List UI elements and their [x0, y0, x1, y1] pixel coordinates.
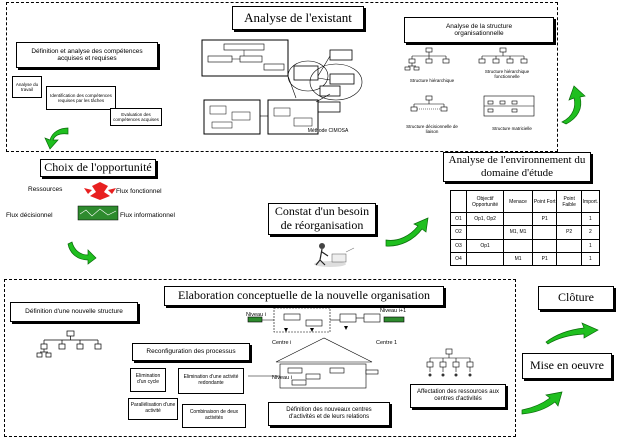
table-header: Point Faible	[556, 190, 582, 213]
table-header: Objectif Opportunité	[465, 190, 505, 213]
reconfiguration-box: Reconfiguration des processus	[132, 343, 250, 361]
frame-analyse-existant	[6, 2, 558, 152]
arrow-icon	[385, 217, 429, 247]
table-cell: M1	[503, 251, 533, 267]
person-icon	[314, 243, 355, 267]
sub-box-identification: Identification des compétences requises …	[46, 86, 116, 110]
flux-fonctionnel-label: Flux fonctionnel	[116, 188, 162, 195]
centre-label-right: Centre 1	[376, 340, 398, 346]
table-cell: O4	[450, 251, 467, 267]
table-cell	[465, 225, 505, 240]
sub-box-analyse-travail: Analyse du travail	[12, 76, 42, 98]
structure-decisionnelle-label: Structure décisionnelle de liaison	[406, 124, 458, 134]
cimosa-diagram	[201, 39, 363, 135]
affectation-box: Affectation des ressources aux centres d…	[410, 384, 506, 408]
cloture-title: Clôture	[538, 286, 614, 310]
table-header	[450, 190, 467, 213]
environnement-table: Objectif Opportunité Menace Point Fort P…	[450, 190, 601, 267]
table-cell	[556, 211, 582, 227]
flux-ressources-label: Ressources	[28, 186, 63, 193]
analyse-existant-title: Analyse de l'existant	[232, 6, 364, 30]
niveau-label-right: Niveau i+1	[380, 308, 407, 314]
reconfig-parallelisation: Parallélisation d'une activité	[128, 398, 178, 420]
flux-decisionnel-label: Flux décisionnel	[6, 212, 53, 219]
table-header: Point Fort	[531, 190, 558, 213]
arrow-icon	[561, 85, 586, 125]
table-cell: M1, M1	[503, 225, 533, 240]
centre-label-left: Centre i	[272, 340, 292, 346]
org-charts	[404, 47, 535, 117]
table-cell	[531, 238, 558, 253]
table-row: O4 M1 P1 1	[450, 251, 601, 267]
arrow-icon	[521, 391, 563, 415]
table-cell: 1	[580, 238, 601, 253]
table-cell: O2	[450, 225, 467, 240]
table-row: O2 M1, M1 P2 2	[450, 225, 601, 240]
methode-cimosa-label: Méthode CIMOSA	[307, 128, 349, 134]
table-cell: 1	[580, 211, 601, 227]
table-cell: 2	[580, 225, 601, 240]
analyse-environnement-title: Analyse de l'environnement du domaine d'…	[443, 152, 591, 182]
mise-en-oeuvre-title: Mise en oeuvre	[522, 353, 612, 379]
arrow-icon	[545, 322, 599, 345]
niveau-label-top: Niveau i	[246, 312, 266, 318]
table-cell	[556, 238, 582, 253]
table-cell	[503, 238, 533, 253]
table-header: Import.	[580, 190, 601, 213]
table-cell: P2	[556, 225, 582, 240]
flux-informationnel-label: Flux informationnel	[120, 212, 175, 219]
table-cell: P1	[531, 211, 558, 227]
reconfig-elimination-cycle: Elimination d'un cycle	[130, 368, 166, 392]
reconfig-combinaison: Combinaison de deux activités	[182, 404, 246, 428]
structure-hierarchique-fonctionnelle-label: Structure hiérarchique fonctionnelle	[484, 69, 530, 79]
sub-box-evaluation: Evaluation des compétences acquises	[110, 108, 162, 126]
table-cell	[503, 211, 533, 227]
choix-opportunite-title: Choix de l'opportunité	[40, 159, 156, 177]
table-cell: P1	[531, 251, 558, 267]
structure-hierarchique-label: Structure hiérarchique	[409, 78, 455, 83]
process-levels-diagram	[247, 307, 405, 389]
table-cell: O1	[450, 211, 467, 227]
structure-matricielle-label: Structure matricielle	[492, 126, 532, 131]
table-cell: O3	[450, 238, 467, 253]
table-cell	[556, 251, 582, 267]
reconfig-elimination-activite: Elimination d'une activité redondante	[178, 368, 244, 394]
table-row: O3 Op1 1	[450, 238, 601, 253]
affectation-chart	[426, 348, 474, 377]
flux-diagram	[77, 182, 119, 221]
table-cell: Op1	[465, 238, 505, 253]
new-structure-chart	[36, 330, 102, 358]
arrow-icon	[67, 241, 97, 265]
table-cell: 1	[580, 251, 601, 267]
elaboration-title: Elaboration conceptuelle de la nouvelle …	[164, 286, 444, 306]
arrow-icon	[44, 127, 69, 150]
definition-structure-box: Définition d'une nouvelle structure	[10, 302, 138, 322]
table-cell	[531, 225, 558, 240]
constat-besoin-title: Constat d'un besoin de réorganisation	[268, 203, 376, 235]
definition-centres-box: Définition des nouveaux centres d'activi…	[268, 402, 390, 426]
table-cell	[465, 251, 505, 267]
analyse-structure-title: Analyse de la structure organisationnell…	[404, 17, 554, 43]
table-header: Menace	[503, 190, 533, 213]
table-cell: Op1, Op2	[465, 211, 505, 227]
definition-competences-box: Définition et analyse des compétences ac…	[16, 42, 158, 68]
table-row: O1 Op1, Op2 P1 1	[450, 211, 601, 227]
niveau-label-bottom: Niveau i	[272, 375, 292, 381]
